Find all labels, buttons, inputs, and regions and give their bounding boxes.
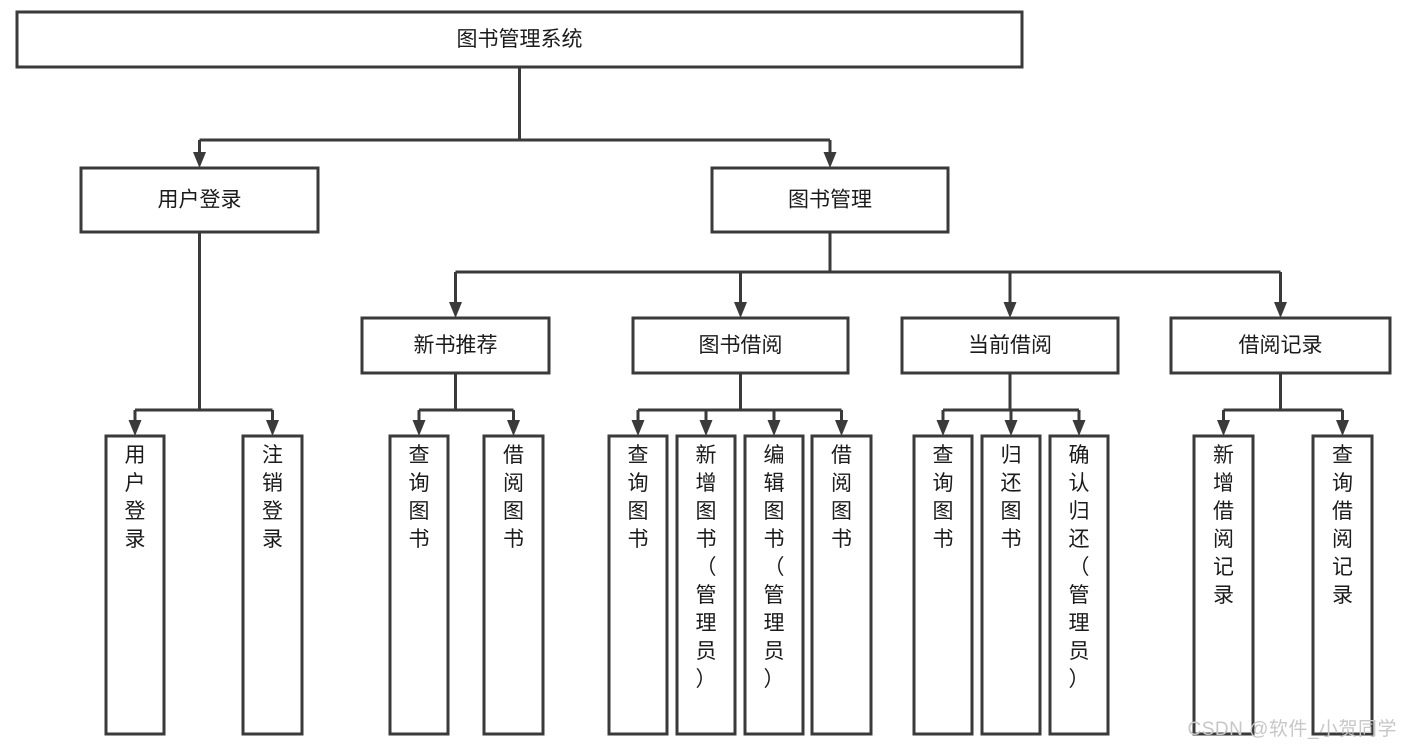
node-label-leaf-add-record: 新增借阅记录 xyxy=(1213,444,1234,607)
node-box-user-login[interactable] xyxy=(79,166,320,234)
node-box-book-manage[interactable] xyxy=(710,166,950,234)
connector-layer xyxy=(128,67,1349,436)
node-box-book-borrow[interactable] xyxy=(631,316,850,375)
arrow-head-icon xyxy=(936,420,950,436)
arrow-head-icon xyxy=(699,420,713,436)
node-label-new-book-rec: 新书推荐 xyxy=(414,334,498,357)
node-leaf-query-book-1[interactable]: 查询图书 xyxy=(388,434,450,736)
node-current-borrow[interactable]: 当前借阅 xyxy=(900,316,1120,375)
node-box-leaf-query-book-3[interactable] xyxy=(912,434,974,736)
node-leaf-add-record[interactable]: 新增借阅记录 xyxy=(1192,434,1255,736)
node-box-leaf-query-record[interactable] xyxy=(1311,434,1374,736)
node-leaf-add-book[interactable]: 新增图书（管理员） xyxy=(675,434,737,736)
arrow-head-icon xyxy=(1004,420,1018,436)
node-box-new-book-rec[interactable] xyxy=(360,316,551,375)
arrow-head-icon xyxy=(1274,302,1287,318)
node-book-manage[interactable]: 图书管理 xyxy=(710,166,950,234)
node-box-leaf-edit-book[interactable] xyxy=(743,434,805,736)
node-leaf-borrow-book-2[interactable]: 借阅图书 xyxy=(810,434,873,736)
node-label-leaf-return-book: 归还图书 xyxy=(1001,444,1022,551)
node-borrow-record[interactable]: 借阅记录 xyxy=(1169,316,1392,375)
node-label-leaf-edit-book: 编辑图书（管理员） xyxy=(764,444,785,691)
node-root[interactable]: 图书管理系统 xyxy=(15,10,1024,69)
arrow-head-icon xyxy=(1003,302,1017,318)
node-label-leaf-query-record: 查询借阅记录 xyxy=(1332,444,1353,607)
node-new-book-rec[interactable]: 新书推荐 xyxy=(360,316,551,375)
node-box-borrow-record[interactable] xyxy=(1169,316,1392,375)
node-user-login[interactable]: 用户登录 xyxy=(79,166,320,234)
node-label-book-manage: 图书管理 xyxy=(788,189,872,212)
arrow-head-icon xyxy=(193,152,206,168)
node-leaf-query-book-3[interactable]: 查询图书 xyxy=(912,434,974,736)
node-leaf-confirm-return[interactable]: 确认归还（管理员） xyxy=(1048,434,1110,736)
node-leaf-query-book-2[interactable]: 查询图书 xyxy=(607,434,669,736)
arrow-head-icon xyxy=(823,152,837,168)
edge-group-new-book-rec xyxy=(412,373,520,436)
edge-group-current-borrow xyxy=(936,373,1086,436)
node-label-leaf-user-login: 用户登录 xyxy=(125,444,146,551)
node-label-leaf-borrow-book-2: 借阅图书 xyxy=(831,444,852,551)
node-label-root: 图书管理系统 xyxy=(457,28,583,51)
node-layer: 图书管理系统用户登录图书管理新书推荐图书借阅当前借阅借阅记录用户登录注销登录查询… xyxy=(15,10,1392,736)
node-label-leaf-query-book-1: 查询图书 xyxy=(409,444,430,551)
node-box-leaf-add-book[interactable] xyxy=(675,434,737,736)
node-label-leaf-query-book-2: 查询图书 xyxy=(628,444,649,551)
node-label-leaf-borrow-book-1: 借阅图书 xyxy=(503,444,524,551)
node-leaf-borrow-book-1[interactable]: 借阅图书 xyxy=(482,434,545,736)
node-leaf-user-login[interactable]: 用户登录 xyxy=(104,434,166,736)
node-label-leaf-add-book: 新增图书（管理员） xyxy=(696,444,717,691)
arrow-head-icon xyxy=(1217,420,1230,436)
node-box-leaf-return-book[interactable] xyxy=(980,434,1042,736)
node-label-leaf-query-book-3: 查询图书 xyxy=(933,444,954,551)
node-leaf-query-record[interactable]: 查询借阅记录 xyxy=(1311,434,1374,736)
node-leaf-edit-book[interactable]: 编辑图书（管理员） xyxy=(743,434,805,736)
arrow-head-icon xyxy=(1336,420,1349,436)
node-box-leaf-user-login[interactable] xyxy=(104,434,166,736)
arrow-head-icon xyxy=(1072,420,1086,436)
node-box-leaf-logout[interactable] xyxy=(241,434,304,736)
arrow-head-icon xyxy=(631,420,645,436)
arrow-head-icon xyxy=(128,420,142,436)
node-box-leaf-borrow-book-1[interactable] xyxy=(482,434,545,736)
node-box-root[interactable] xyxy=(15,10,1024,69)
node-label-current-borrow: 当前借阅 xyxy=(968,334,1052,357)
edge-group-book-manage xyxy=(449,232,1287,318)
edge-group-borrow-record xyxy=(1217,373,1349,436)
node-label-borrow-record: 借阅记录 xyxy=(1239,334,1323,357)
arrow-head-icon xyxy=(507,420,520,436)
node-label-leaf-confirm-return: 确认归还（管理员） xyxy=(1069,444,1090,691)
edge-group-root xyxy=(193,67,837,168)
node-leaf-logout[interactable]: 注销登录 xyxy=(241,434,304,736)
node-box-leaf-add-record[interactable] xyxy=(1192,434,1255,736)
node-box-leaf-query-book-1[interactable] xyxy=(388,434,450,736)
node-label-leaf-logout: 注销登录 xyxy=(262,444,283,551)
edge-group-book-borrow xyxy=(631,373,848,436)
arrow-head-icon xyxy=(449,302,462,318)
edge-group-user-login xyxy=(128,232,279,436)
node-box-leaf-borrow-book-2[interactable] xyxy=(810,434,873,736)
node-box-leaf-query-book-2[interactable] xyxy=(607,434,669,736)
node-box-leaf-confirm-return[interactable] xyxy=(1048,434,1110,736)
node-label-book-borrow: 图书借阅 xyxy=(699,334,783,357)
node-box-current-borrow[interactable] xyxy=(900,316,1120,375)
arrow-head-icon xyxy=(734,302,747,318)
arrow-head-icon xyxy=(412,420,426,436)
arrow-head-icon xyxy=(266,420,279,436)
node-label-user-login: 用户登录 xyxy=(158,189,242,212)
node-leaf-return-book[interactable]: 归还图书 xyxy=(980,434,1042,736)
node-book-borrow[interactable]: 图书借阅 xyxy=(631,316,850,375)
arrow-head-icon xyxy=(835,420,848,436)
arrow-head-icon xyxy=(767,420,781,436)
